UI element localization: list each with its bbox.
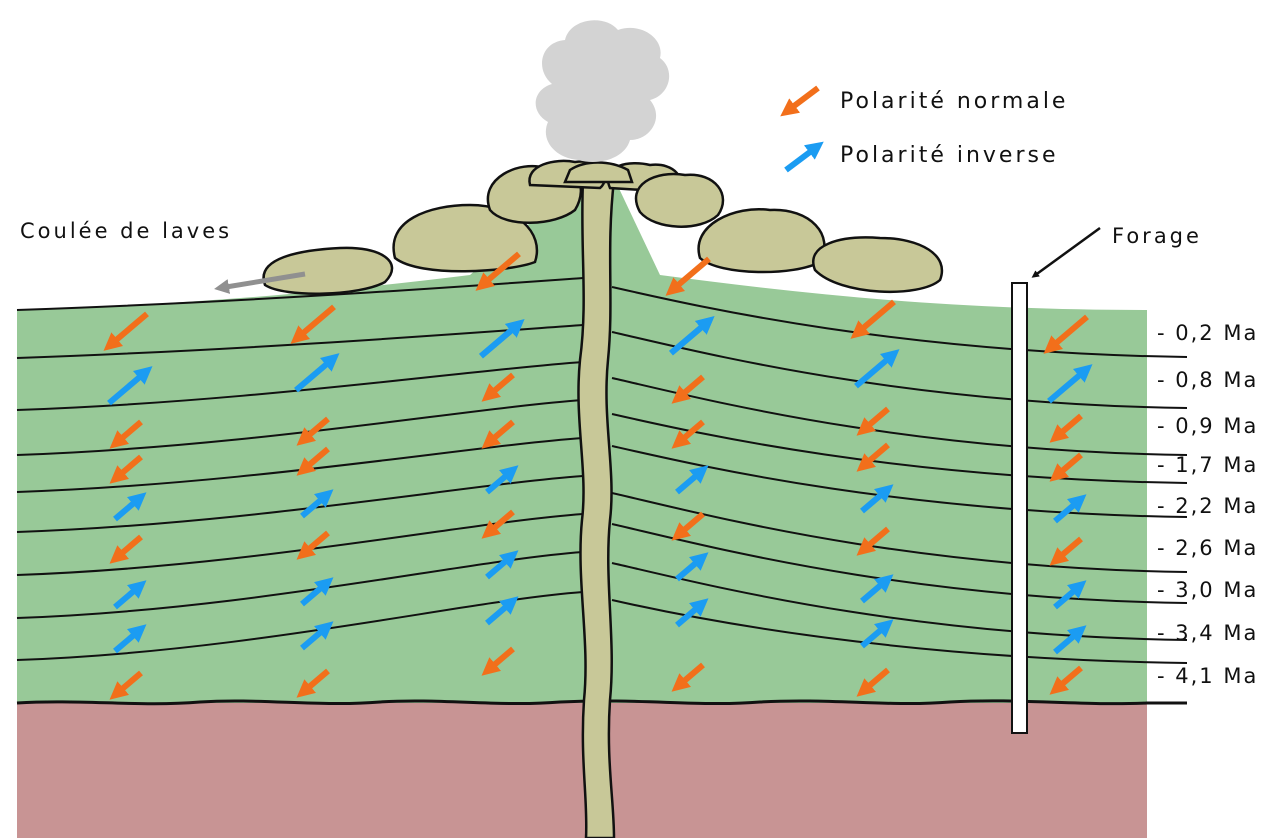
borehole	[1012, 283, 1027, 733]
legend-normal-arrow-icon	[786, 88, 818, 112]
layer-age-label: - 0,2 Ma	[1157, 321, 1258, 345]
drilling-pointer-arrow	[1034, 228, 1100, 276]
layer-age-label: - 1,7 Ma	[1157, 453, 1258, 477]
drilling-label: Forage	[1112, 224, 1202, 248]
legend-normal-label: Polarité normale	[840, 89, 1068, 114]
lava-flow-label: Coulée de laves	[20, 219, 232, 243]
legend: Polarité normale Polarité inverse	[786, 88, 1068, 170]
layer-age-label: - 0,9 Ma	[1157, 414, 1258, 438]
volcanic-conduit	[578, 180, 614, 838]
layer-age-labels: - 0,2 Ma - 0,8 Ma - 0,9 Ma - 1,7 Ma - 2,2 Ma…	[1157, 321, 1258, 688]
legend-inverse-arrow-icon	[786, 146, 818, 170]
legend-inverse-label: Polarité inverse	[840, 143, 1059, 168]
layer-age-label: - 3,4 Ma	[1157, 621, 1258, 645]
layer-age-label: - 3,0 Ma	[1157, 578, 1258, 602]
smoke-plume	[536, 20, 669, 162]
layer-age-label: - 0,8 Ma	[1157, 368, 1258, 392]
layer-age-label: - 2,2 Ma	[1157, 494, 1258, 518]
layer-age-label: - 2,6 Ma	[1157, 536, 1258, 560]
layer-age-label: - 4,1 Ma	[1157, 664, 1258, 688]
